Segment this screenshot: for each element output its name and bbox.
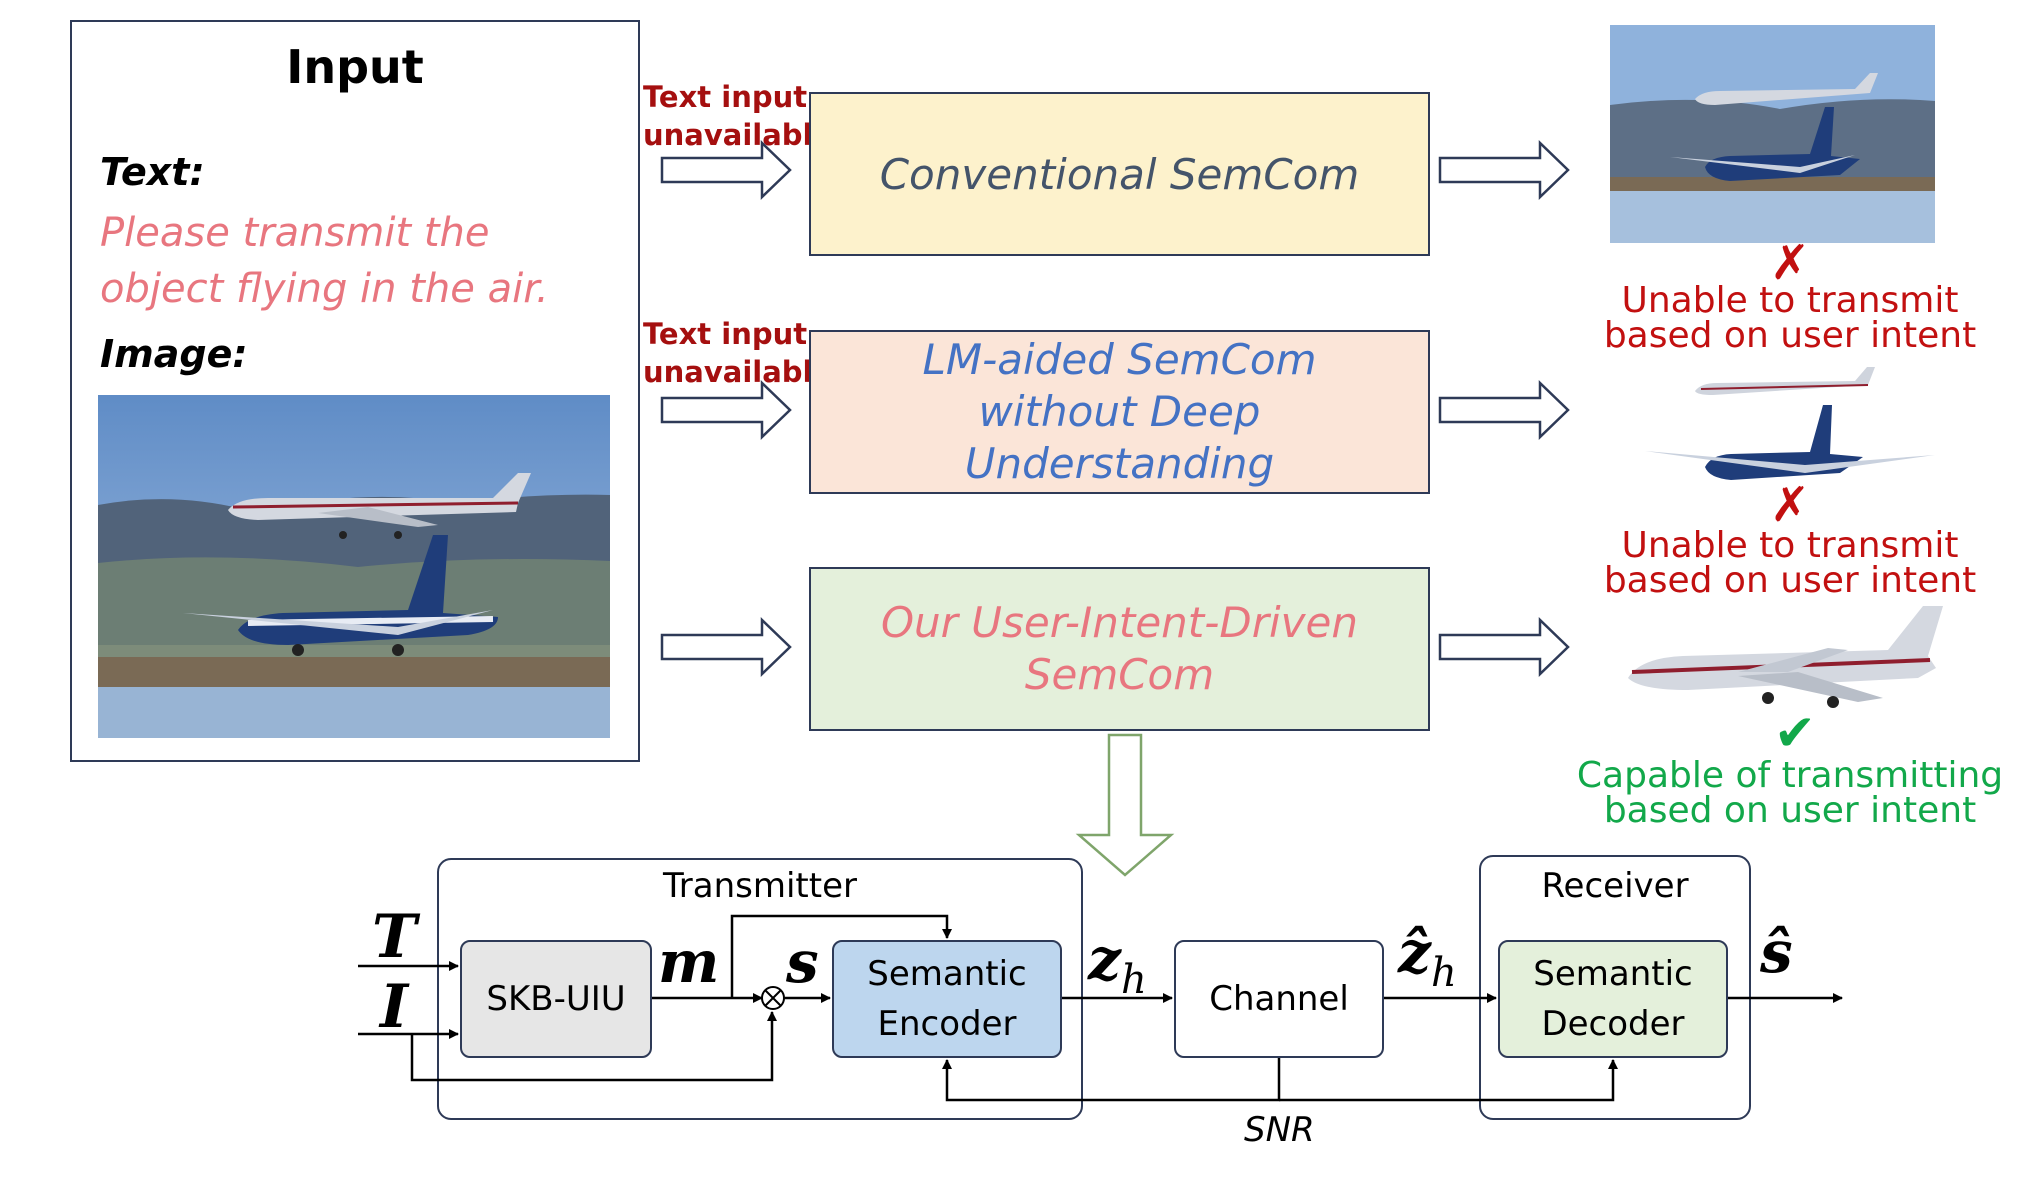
channel-label: Channel <box>1209 979 1349 1019</box>
snr-label: SNR <box>1244 1110 1315 1150</box>
arrow-lm-aided-to-output <box>1438 380 1570 440</box>
skb-uiu-label: SKB-UIU <box>486 979 626 1019</box>
input-image <box>98 395 610 738</box>
symbol-T: T <box>372 902 417 972</box>
line-snr-decoder <box>1279 1059 1618 1102</box>
symbol-z: z <box>1088 925 1121 993</box>
receiver-group <box>1479 855 1751 1120</box>
symbol-s: s <box>786 928 819 996</box>
multiplier-node <box>761 986 785 1010</box>
semantic-decoder-label: Semantic Decoder <box>1533 954 1693 1044</box>
semantic-decoder-block: Semantic Decoder <box>1498 940 1728 1058</box>
transmitter-label: Transmitter <box>663 866 857 906</box>
symbol-m: m <box>658 928 720 996</box>
skb-uiu-block: SKB-UIU <box>460 940 652 1058</box>
text-unavailable-note-2: Text input unavailable <box>643 317 833 389</box>
channel-block: Channel <box>1174 940 1384 1058</box>
airplane-bottom <box>183 535 498 656</box>
symbol-zhat-h: ẑh <box>1398 918 1457 996</box>
arrow-ours-to-output <box>1438 617 1570 677</box>
arrow-ours-to-system <box>1075 733 1175 877</box>
arrow-conventional-to-output <box>1438 140 1570 200</box>
line-snr-feedback <box>942 1058 1281 1102</box>
conventional-semcom-label: Conventional SemCom <box>879 149 1360 199</box>
conventional-semcom-box: Conventional SemCom <box>809 92 1430 256</box>
arrow-input-to-conventional <box>660 140 792 200</box>
our-semcom-box: Our User-Intent-Driven SemCom <box>809 567 1430 731</box>
line-I-bypass <box>410 1011 777 1082</box>
outcome-fail-1: Unable to transmit based on user intent <box>1603 280 1977 356</box>
lm-aided-semcom-label: LM-aided SemCom without Deep Understandi… <box>922 335 1317 488</box>
checkmark-icon: ✔ <box>1774 704 1816 762</box>
cross-icon: ✗ <box>1769 477 1811 533</box>
transmitter-group <box>437 858 1083 1120</box>
arrow-input-to-ours <box>660 617 792 677</box>
output-image-ours <box>1628 606 1943 708</box>
symbol-shat: ŝ <box>1760 918 1793 986</box>
airplane-top <box>228 473 531 539</box>
symbol-z-subscript: h <box>1120 957 1147 1003</box>
outcome-fail-2: Unable to transmit based on user intent <box>1603 525 1977 601</box>
symbol-z-h: zh <box>1088 925 1147 1003</box>
text-unavailable-note-1: Text input unavailable <box>643 80 833 152</box>
receiver-label: Receiver <box>1541 866 1689 906</box>
input-title: Input <box>286 40 424 94</box>
output-image-conventional <box>1610 25 1935 243</box>
outcome-success: Capable of transmitting based on user in… <box>1576 755 2004 831</box>
our-semcom-label: Our User-Intent-Driven SemCom <box>880 598 1359 699</box>
image-label: Image: <box>100 332 248 376</box>
output-image-lm-aided <box>1645 367 1935 480</box>
line-m-feedforward <box>730 914 952 998</box>
semantic-encoder-block: Semantic Encoder <box>832 940 1062 1058</box>
text-label: Text: <box>100 150 205 194</box>
prompt-text: Please transmit the object flying in the… <box>100 210 549 312</box>
semantic-encoder-label: Semantic Encoder <box>867 954 1027 1044</box>
cross-icon: ✗ <box>1769 235 1811 291</box>
symbol-I: I <box>380 972 409 1042</box>
symbol-zhat-subscript: h <box>1430 950 1457 996</box>
symbol-zhat: ẑ <box>1398 918 1431 986</box>
lm-aided-semcom-box: LM-aided SemCom without Deep Understandi… <box>809 330 1430 494</box>
arrow-input-to-lm-aided <box>660 380 792 440</box>
